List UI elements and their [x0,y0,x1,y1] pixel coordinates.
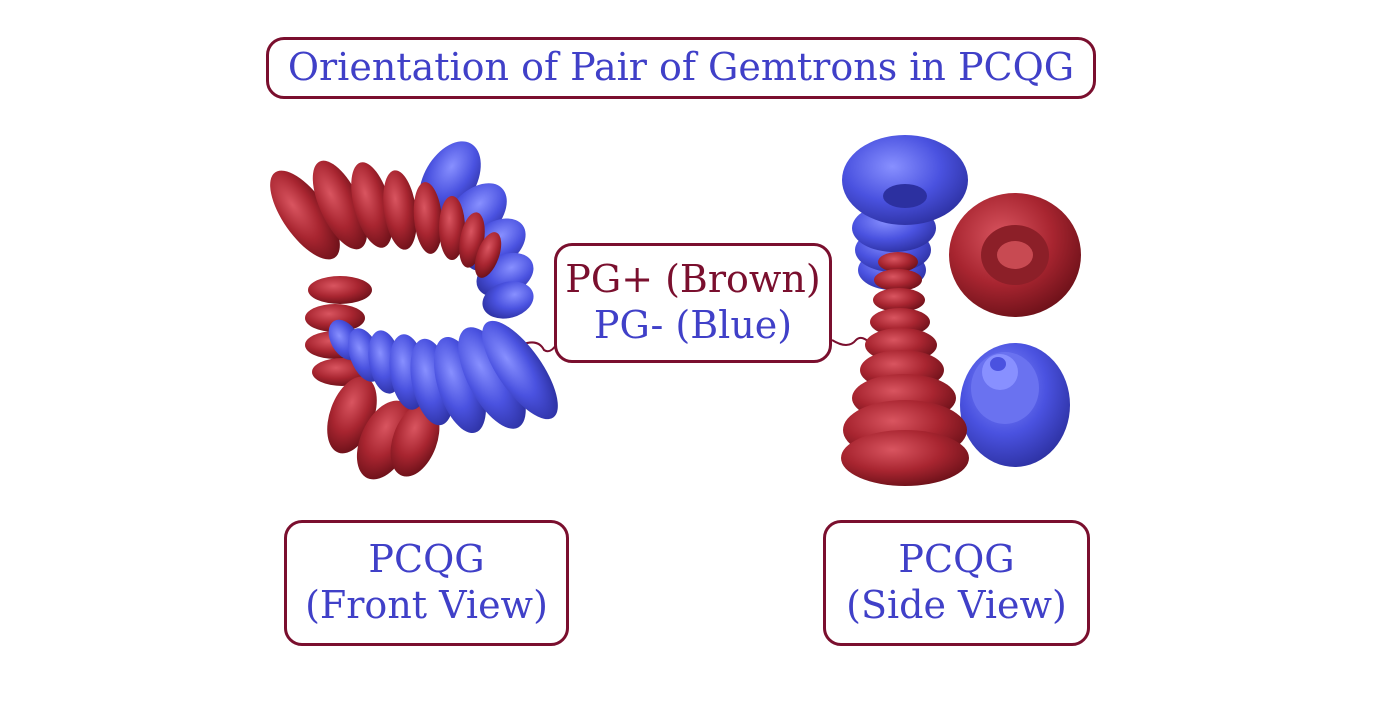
page-title: Orientation of Pair of Gemtrons in PCQG [287,45,1075,90]
connector-right [831,336,873,346]
front-view-label-line1: PCQG [368,537,485,582]
front-view-tori [270,141,558,480]
side-view-label-box: PCQG (Side View) [823,520,1090,646]
front-view-label-box: PCQG (Front View) [284,520,569,646]
side-view-label-line2: (Side View) [846,583,1067,627]
side-view-label-line1: PCQG [898,537,1015,582]
connector-left [520,341,557,353]
legend-pg-minus: PG- (Blue) [593,303,793,347]
legend-box: PG+ (Brown) PG- (Blue) [554,243,832,363]
legend-pg-plus: PG+ (Brown) [565,257,821,302]
side-view-tori [841,135,1081,486]
title-box: Orientation of Pair of Gemtrons in PCQG [266,37,1096,99]
front-view-label-line2: (Front View) [305,583,548,627]
